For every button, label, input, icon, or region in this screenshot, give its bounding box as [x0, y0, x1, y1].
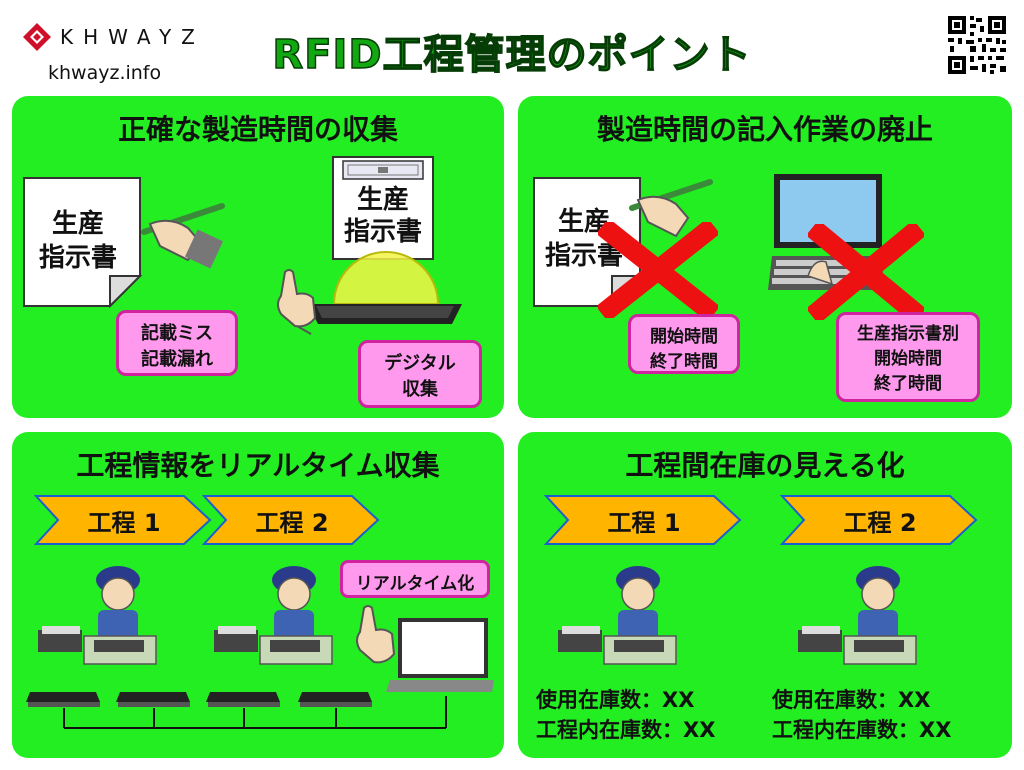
- panel-title: 工程間在庫の見える化: [625, 449, 905, 482]
- panel-accurate-collection: 正確な製造時間の収集 生産 指示書 記載ミス 記載漏れ 生産 指示書 デジタル …: [12, 96, 504, 418]
- error-callout: 記載ミス 記載漏れ: [116, 310, 238, 376]
- cross-mark-icon: [808, 224, 924, 320]
- callout-line1: 生産指示書別: [857, 324, 959, 344]
- error-line2: 記載漏れ: [141, 349, 213, 370]
- hand-writing-icon: [141, 203, 225, 269]
- process-step-arrow: [202, 495, 380, 545]
- tag-doc-line1: 生産: [356, 185, 409, 215]
- callout-line2: 開始時間: [874, 349, 942, 369]
- rfid-tag-icon: [342, 160, 424, 180]
- used-stock-count: 使用在庫数：XX: [772, 688, 931, 712]
- step-label: 工程 1: [607, 508, 681, 537]
- step-label: 工程 2: [255, 508, 329, 537]
- factory-worker-icon: [214, 566, 333, 665]
- time-callout: 開始時間 終了時間: [628, 314, 740, 374]
- step-label: 工程 2: [843, 508, 917, 537]
- process-step-arrow: [780, 495, 978, 545]
- panel-title: 工程情報をリアルタイム収集: [76, 449, 440, 482]
- paper-document-icon: [23, 177, 143, 308]
- panel-title: 正確な製造時間の収集: [117, 113, 398, 146]
- factory-worker-icon: [38, 566, 157, 665]
- pointing-hand-icon: [277, 269, 317, 335]
- site-url[interactable]: khwayz.info: [48, 62, 162, 84]
- used-stock-count: 使用在庫数：XX: [536, 688, 695, 712]
- doc-label-line1: 生産: [51, 209, 104, 239]
- process-step-arrow: [544, 495, 742, 545]
- panel-title: 製造時間の記入作業の廃止: [596, 113, 933, 146]
- panel-abolish-manual-entry: 製造時間の記入作業の廃止 生産 指示書 開始時間 終了時間 生産指示書別 開始時…: [518, 96, 1012, 418]
- doc-label-line2: 指示書: [544, 241, 623, 271]
- process-step-arrow: [34, 495, 212, 545]
- step-label: 工程 1: [87, 508, 161, 537]
- digital-callout: デジタル 収集: [358, 340, 482, 408]
- realtime-label: リアルタイム化: [355, 574, 475, 594]
- page-title: RFID工程管理のポイント: [272, 31, 752, 79]
- hand-writing-icon: [629, 179, 713, 238]
- doc-label-line2: 指示書: [38, 243, 117, 273]
- error-line1: 記載ミス: [141, 323, 213, 344]
- rfid-network-icon: [26, 692, 447, 729]
- panel-inventory-visibility: 工程間在庫の見える化 工程 1 工程 2 使用在庫数：XX 工程内在庫数：XX …: [518, 432, 1012, 758]
- factory-worker-icon: [798, 566, 917, 665]
- realtime-callout: リアルタイム化: [340, 560, 490, 598]
- callout-line3: 終了時間: [874, 374, 942, 394]
- logo-text: KHWAYZ: [60, 25, 205, 49]
- pointing-hand-icon: [356, 605, 396, 664]
- tag-doc-line2: 指示書: [343, 217, 422, 247]
- digital-line1: デジタル: [384, 353, 456, 374]
- in-process-stock-count: 工程内在庫数：XX: [772, 718, 952, 742]
- panel-realtime-collection: 工程情報をリアルタイム収集 工程 1 工程 2 リアルタイム化: [12, 432, 504, 758]
- cross-mark-icon: [598, 222, 718, 318]
- callout-line2: 終了時間: [650, 352, 718, 372]
- digital-line2: 収集: [402, 379, 438, 400]
- factory-worker-icon: [558, 566, 677, 665]
- logo: KHWAYZ: [22, 22, 205, 52]
- rfid-reader-icon: [308, 251, 462, 324]
- callout-line1: 開始時間: [650, 327, 718, 347]
- per-order-time-callout: 生産指示書別 開始時間 終了時間: [836, 312, 980, 402]
- in-process-stock-count: 工程内在庫数：XX: [536, 718, 716, 742]
- laptop-icon: [386, 618, 494, 692]
- khwayz-logo-icon: [23, 23, 51, 51]
- qr-code-icon[interactable]: [946, 14, 1008, 76]
